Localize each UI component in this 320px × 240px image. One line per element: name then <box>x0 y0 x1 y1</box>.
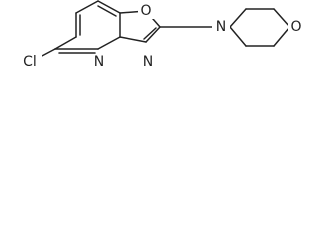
bond-c5-c6 <box>54 36 77 50</box>
bond-omorph-c-bot2 <box>273 26 291 47</box>
atom-o-oxazole-label: O <box>140 3 151 19</box>
bond-c-bot-nmorph <box>229 26 247 47</box>
atom-n-oxazole: N <box>141 54 155 71</box>
atom-o-oxazole: O <box>138 3 154 19</box>
molecule-structure: Cl N N O N O <box>16 0 304 71</box>
atom-n-pyridine: N <box>92 54 106 70</box>
bond-layer <box>37 0 291 59</box>
atom-n-morpholine-label: N <box>216 19 226 35</box>
bond-c2-nox <box>145 26 161 43</box>
atom-o-morpholine: O <box>288 19 304 35</box>
bond-nox-c3b <box>119 36 147 43</box>
atom-labels: Cl N N O N O <box>16 3 304 71</box>
atom-cl: Cl <box>16 51 42 70</box>
bond-c7a-c3a <box>97 0 121 14</box>
atom-o-morpholine-label: O <box>290 19 301 35</box>
atom-cl-label: Cl <box>23 54 37 70</box>
bond-c7-c7a <box>75 0 99 14</box>
bond-c7a-c3a-inner <box>97 5 117 17</box>
atom-n-pyridine-label: N <box>94 54 104 70</box>
atom-n-morpholine: N <box>212 19 230 35</box>
bond-c-top2-omorph <box>273 8 291 28</box>
bond-c3b-npy <box>97 36 121 50</box>
bond-nmorph-c-top <box>229 8 247 28</box>
atom-n-oxazole-label: N <box>143 54 153 70</box>
bond-c2-nox-inner <box>143 27 157 40</box>
